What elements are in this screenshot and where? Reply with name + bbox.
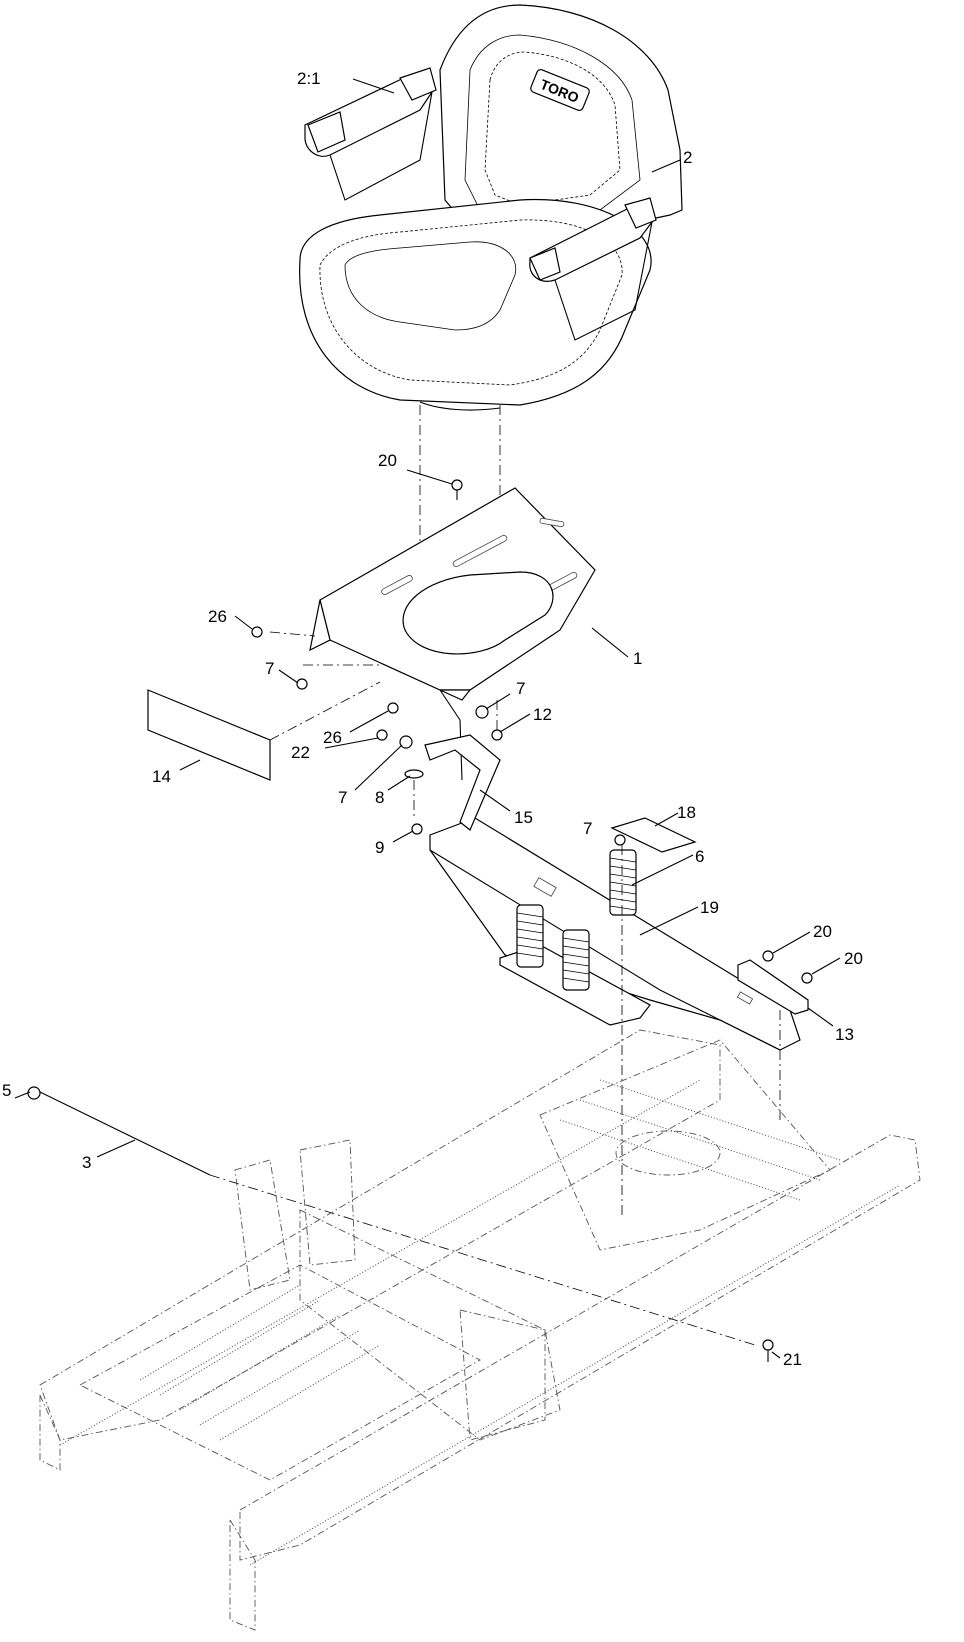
callout-19: 19: [700, 898, 719, 917]
callout-26: 26: [208, 607, 227, 626]
callout-12: 12: [533, 705, 552, 724]
callout-labels: 2:1 2 20 26 1 7 7 26 12 22 14 7 8 15 9 7…: [2, 69, 863, 1369]
callout-9: 9: [375, 838, 384, 857]
spring: [562, 929, 590, 991]
decal-18: [610, 817, 697, 853]
leader-lines: [14, 78, 841, 1359]
callout-2-1: 2:1: [297, 69, 321, 88]
machine-frame-phantom: [39, 1029, 921, 1631]
callout-3: 3: [82, 1153, 91, 1172]
callout-20: 20: [378, 451, 397, 470]
callout-8: 8: [375, 788, 384, 807]
right-armrest: [529, 197, 657, 341]
callout-6: 6: [695, 847, 704, 866]
callout-20: 20: [844, 949, 863, 968]
seat: TORO: [299, 4, 683, 411]
callout-5: 5: [2, 1081, 11, 1100]
callout-7: 7: [338, 788, 347, 807]
callout-22: 22: [291, 743, 310, 762]
suspension-springs: [516, 849, 637, 991]
callout-21: 21: [783, 1350, 802, 1369]
callout-7: 7: [516, 679, 525, 698]
spring: [516, 904, 544, 968]
hardware: [27, 479, 813, 1362]
spring: [609, 849, 637, 916]
callout-18: 18: [677, 803, 696, 822]
callout-7: 7: [583, 819, 592, 838]
callout-2: 2: [683, 148, 692, 167]
decal-14: [147, 689, 271, 781]
callout-26: 26: [323, 728, 342, 747]
callout-7: 7: [265, 659, 274, 678]
callout-1: 1: [633, 649, 642, 668]
callout-20: 20: [813, 922, 832, 941]
left-armrest: [304, 67, 437, 201]
callout-13: 13: [835, 1025, 854, 1044]
callout-15: 15: [514, 808, 533, 827]
callout-14: 14: [152, 767, 171, 786]
seat-plate: [309, 487, 596, 781]
